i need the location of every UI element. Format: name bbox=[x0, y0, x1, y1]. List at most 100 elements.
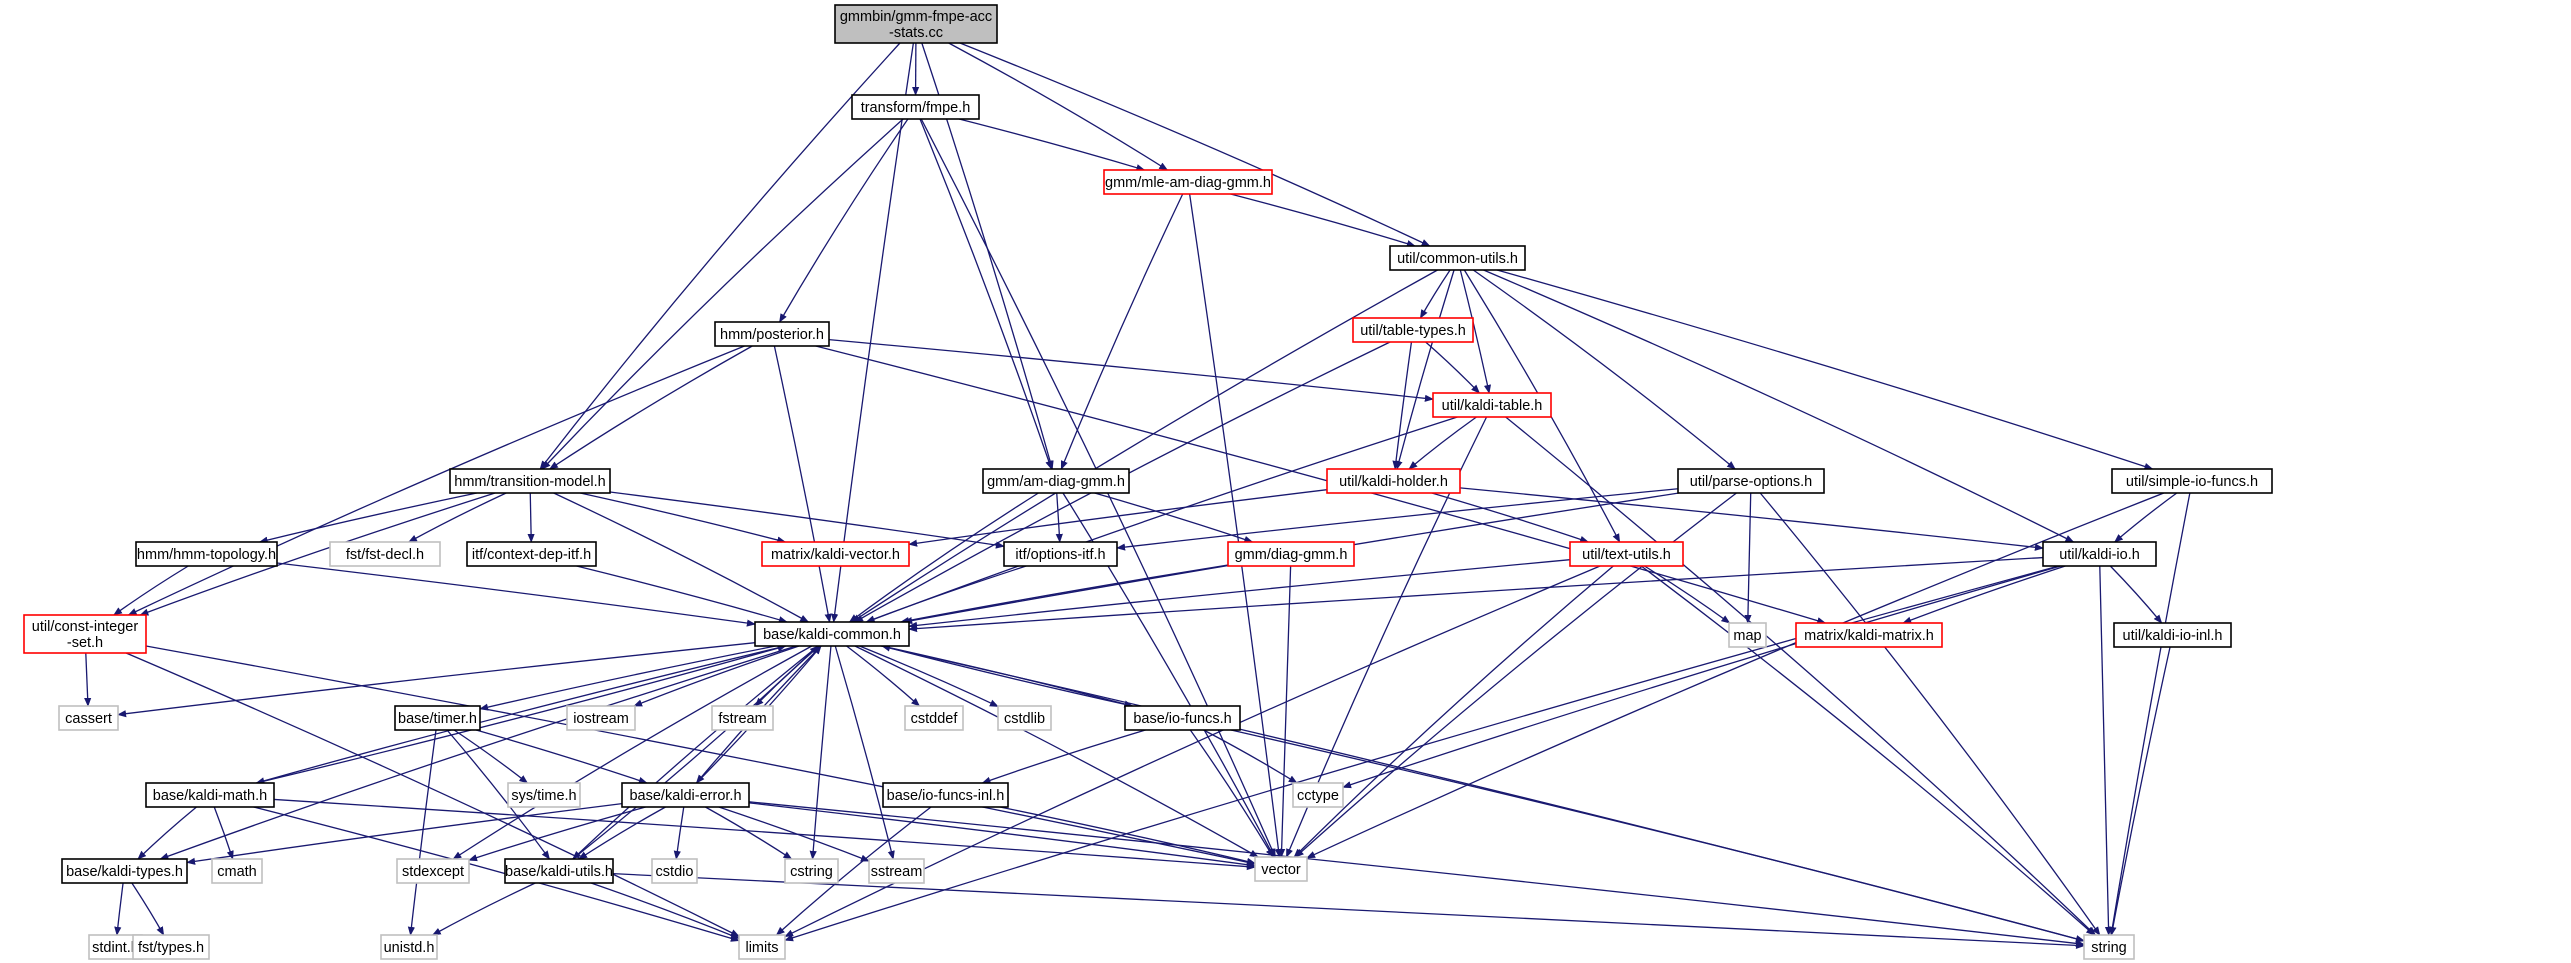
node-label-fstdecl: fst/fst-decl.h bbox=[346, 547, 424, 563]
node-box-kaldierror bbox=[621, 782, 750, 808]
node-root[interactable]: gmmbin/gmm-fmpe-acc-stats.cc bbox=[834, 4, 998, 44]
node-box-cassert bbox=[58, 705, 119, 731]
node-box-tabletypes bbox=[1352, 317, 1474, 343]
edge-textutils-to-map bbox=[1644, 565, 1731, 624]
node-kaldiutils[interactable]: base/kaldi-utils.h bbox=[504, 858, 614, 884]
node-kaldimatrix[interactable]: matrix/kaldi-matrix.h bbox=[1795, 622, 1943, 648]
node-box-kalditable bbox=[1432, 392, 1552, 418]
edge-amdiag-to-diaggmm bbox=[1094, 492, 1254, 543]
node-label-kaldiio: util/kaldi-io.h bbox=[2059, 547, 2140, 563]
edge-kaldiutils-to-kaldicommon bbox=[572, 645, 819, 860]
node-kaldierror[interactable]: base/kaldi-error.h bbox=[621, 782, 750, 808]
node-label-root-line-0: gmmbin/gmm-fmpe-acc bbox=[840, 9, 992, 25]
node-label-optionsitf: itf/options-itf.h bbox=[1015, 547, 1105, 563]
node-label-kaldiholder: util/kaldi-holder.h bbox=[1339, 474, 1448, 490]
edge-hmmtopo-to-kaldicommon bbox=[276, 562, 756, 627]
node-constint[interactable]: util/const-integer-set.h bbox=[23, 614, 147, 654]
node-kalditable[interactable]: util/kaldi-table.h bbox=[1432, 392, 1552, 418]
node-iofuncs[interactable]: base/io-funcs.h bbox=[1124, 705, 1241, 731]
node-cmath: cmath bbox=[211, 858, 263, 884]
node-kaldiio[interactable]: util/kaldi-io.h bbox=[2042, 541, 2157, 567]
node-box-fstream bbox=[711, 705, 774, 731]
node-kaldivector[interactable]: matrix/kaldi-vector.h bbox=[761, 541, 910, 567]
node-map: map bbox=[1728, 622, 1767, 648]
node-box-fstdecl bbox=[329, 541, 441, 567]
node-cstdio: cstdio bbox=[651, 858, 698, 884]
edge-constint-to-cassert bbox=[84, 652, 92, 707]
edge-mle-to-amdiag bbox=[1060, 193, 1184, 470]
node-timer[interactable]: base/timer.h bbox=[394, 705, 481, 731]
node-kaldimath[interactable]: base/kaldi-math.h bbox=[145, 782, 275, 808]
node-parseopt[interactable]: util/parse-options.h bbox=[1677, 468, 1825, 494]
node-vector: vector bbox=[1254, 856, 1308, 882]
node-box-kaldimath bbox=[145, 782, 275, 808]
node-label-fstream: fstream bbox=[718, 711, 766, 727]
node-label-string: string bbox=[2091, 940, 2126, 956]
node-box-iofuncs bbox=[1124, 705, 1241, 731]
node-kaldiioinl[interactable]: util/kaldi-io-inl.h bbox=[2113, 622, 2232, 648]
edge-kaldicommon-to-kaldiutils bbox=[572, 645, 819, 860]
node-unistd: unistd.h bbox=[380, 934, 438, 960]
node-label-constint-line-0: util/const-integer bbox=[32, 619, 139, 635]
edge-kaldierror-to-kalditypes bbox=[186, 802, 623, 865]
edge-timer-to-kaldierror bbox=[475, 729, 648, 784]
edge-constint-to-vector bbox=[145, 645, 1256, 866]
edge-kaldiutils-to-limits bbox=[590, 882, 740, 939]
node-mle[interactable]: gmm/mle-am-diag-gmm.h bbox=[1103, 169, 1273, 195]
node-diaggmm[interactable]: gmm/diag-gmm.h bbox=[1227, 541, 1355, 567]
node-box-string bbox=[2083, 934, 2135, 960]
edge-root-to-kaldicommon bbox=[831, 42, 915, 623]
node-hmmtopo[interactable]: hmm/hmm-topology.h bbox=[135, 541, 278, 567]
node-fstdecl: fst/fst-decl.h bbox=[329, 541, 441, 567]
edge-root-to-transmodel bbox=[539, 42, 901, 470]
node-label-limits: limits bbox=[745, 940, 778, 956]
node-box-cctype bbox=[1292, 782, 1344, 808]
edge-diaggmm-to-vector bbox=[1278, 565, 1292, 858]
node-ctxdep[interactable]: itf/context-dep-itf.h bbox=[466, 541, 597, 567]
node-box-cstdio bbox=[651, 858, 698, 884]
edge-kaldicommon-to-kaldimath bbox=[255, 645, 786, 785]
node-textutils[interactable]: util/text-utils.h bbox=[1569, 541, 1684, 567]
node-simpleio[interactable]: util/simple-io-funcs.h bbox=[2111, 468, 2273, 494]
edge-kaldiio-to-string bbox=[2099, 565, 2113, 936]
node-label-map: map bbox=[1733, 628, 1761, 644]
edge-fmpe-to-amdiag bbox=[919, 118, 1053, 470]
node-label-parseopt: util/parse-options.h bbox=[1690, 474, 1813, 490]
node-box-ctxdep bbox=[466, 541, 597, 567]
node-label-cctype: cctype bbox=[1297, 788, 1339, 804]
edge-transmodel-to-ctxdep bbox=[527, 492, 535, 543]
edge-kaldicommon-to-cassert bbox=[117, 642, 756, 718]
node-kaldicommon[interactable]: base/kaldi-common.h bbox=[754, 621, 910, 647]
edge-transmodel-to-constint bbox=[139, 492, 496, 616]
node-fmpe[interactable]: transform/fmpe.h bbox=[851, 94, 980, 120]
node-posterior[interactable]: hmm/posterior.h bbox=[714, 321, 830, 347]
node-kalditypes[interactable]: base/kaldi-types.h bbox=[61, 858, 188, 884]
node-iostream: iostream bbox=[566, 705, 636, 731]
node-label-fmpe: transform/fmpe.h bbox=[861, 100, 971, 116]
edge-kaldimath-to-cmath bbox=[213, 806, 234, 860]
node-box-iostream bbox=[566, 705, 636, 731]
node-iofuncsinl[interactable]: base/io-funcs-inl.h bbox=[882, 782, 1009, 808]
node-amdiag[interactable]: gmm/am-diag-gmm.h bbox=[982, 468, 1130, 494]
node-transmodel[interactable]: hmm/transition-model.h bbox=[449, 468, 611, 494]
edge-simpleio-to-kaldiio bbox=[2114, 492, 2178, 543]
node-kaldiholder[interactable]: util/kaldi-holder.h bbox=[1326, 468, 1461, 494]
node-box-timer bbox=[394, 705, 481, 731]
edge-hmmtopo-to-constint bbox=[113, 565, 189, 616]
edge-transmodel-to-hmmtopo bbox=[258, 492, 477, 544]
edge-commonutils-to-kaldiholder bbox=[1395, 269, 1455, 470]
node-box-iofuncsinl bbox=[882, 782, 1009, 808]
node-optionsitf[interactable]: itf/options-itf.h bbox=[1003, 541, 1118, 567]
edge-iofuncsinl-to-vector bbox=[999, 806, 1256, 865]
edge-timer-to-unistd bbox=[407, 729, 437, 936]
node-layer: gmmbin/gmm-fmpe-acc-stats.cc transform/fm… bbox=[23, 4, 2273, 960]
node-tabletypes[interactable]: util/table-types.h bbox=[1352, 317, 1474, 343]
edge-kaldierror-to-string bbox=[748, 801, 2085, 947]
node-commonutils[interactable]: util/common-utils.h bbox=[1389, 245, 1526, 271]
node-box-root bbox=[834, 4, 998, 44]
edge-mle-to-commonutils bbox=[1230, 193, 1416, 248]
edge-kaldicommon-to-cstring bbox=[809, 645, 832, 860]
edge-parseopt-to-string bbox=[1759, 492, 2101, 936]
node-cctype: cctype bbox=[1292, 782, 1344, 808]
edge-mle-to-vector bbox=[1188, 193, 1282, 858]
